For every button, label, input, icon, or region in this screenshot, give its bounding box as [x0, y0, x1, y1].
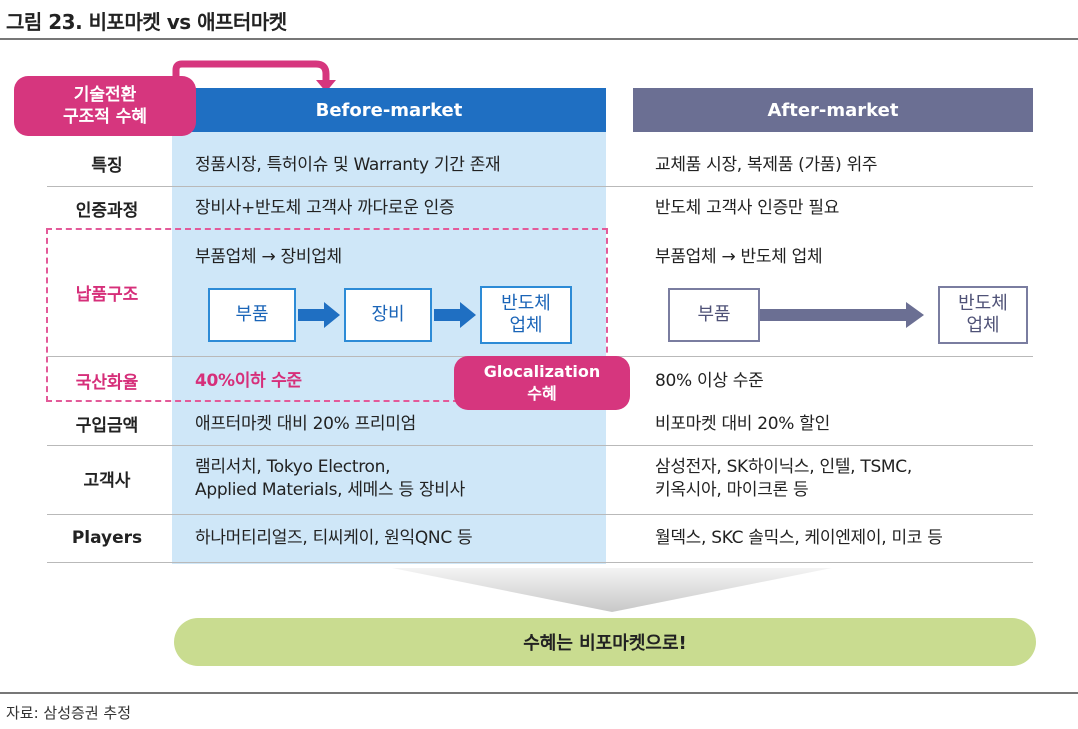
after-customers-line2: 키옥시아, 마이크론 등: [655, 480, 809, 500]
glocal-badge-line1: Glocalization: [483, 362, 601, 381]
after-purchase-price: 비포마켓 대비 20% 할인: [655, 413, 830, 434]
after-supply-structure: 부품업체 → 반도체 업체: [655, 246, 823, 267]
before-players: 하나머티리얼즈, 티씨케이, 원익QNC 등: [195, 527, 473, 548]
before-customers-line1: 램리서치, Tokyo Electron,: [195, 457, 391, 477]
row-label-certification: 인증과정: [75, 200, 139, 221]
row-divider: [47, 562, 1033, 563]
row-divider: [47, 186, 1033, 187]
after-localization: 80% 이상 수준: [655, 370, 764, 391]
row-label-features: 특징: [91, 155, 123, 176]
before-certification: 장비사+반도체 고객사 까다로운 인증: [195, 197, 455, 218]
flow-arrow-icon: [298, 302, 340, 328]
dashed-highlight-box: [46, 228, 608, 402]
before-localization: 40%이하 수준: [195, 370, 302, 391]
before-supply-structure: 부품업체 → 장비업체: [195, 246, 342, 267]
flow-box-semiconductor: 반도체 업체: [480, 286, 572, 344]
after-market-header: After-market: [633, 88, 1033, 132]
after-certification: 반도체 고객사 인증만 필요: [655, 197, 840, 218]
after-flow-box-line2: 업체: [966, 315, 1000, 336]
before-purchase-price: 애프터마켓 대비 20% 프리미엄: [195, 413, 416, 434]
bottom-rule: [0, 692, 1078, 694]
after-customers: 삼성전자, SK하이닉스, 인텔, TSMC, 키옥시아, 마이크론 등: [655, 450, 1035, 508]
before-market-header: Before-market: [172, 88, 606, 132]
figure-title: 그림 23. 비포마켓 vs 애프터마켓: [6, 10, 287, 34]
before-market-column-bg: [172, 130, 606, 564]
flow-box-semiconductor-line1: 반도체: [501, 293, 551, 314]
row-label-localization: 국산화율: [75, 372, 139, 393]
flow-box-semiconductor-line2: 업체: [509, 315, 543, 336]
after-players: 월덱스, SKC 솔믹스, 케이엔제이, 미코 등: [655, 527, 943, 548]
row-divider: [47, 445, 1033, 446]
row-label-customers: 고객사: [83, 470, 131, 491]
top-rule: [0, 38, 1078, 40]
before-customers: 램리서치, Tokyo Electron, Applied Materials,…: [195, 450, 600, 508]
before-customers-line2: Applied Materials, 세메스 등 장비사: [195, 480, 465, 500]
after-flow-box-parts: 부품: [668, 288, 760, 342]
row-label-supply-structure: 납품구조: [75, 284, 139, 305]
after-flow-box-line1: 반도체: [958, 293, 1008, 314]
glocalization-badge: Glocalization 수혜: [454, 356, 630, 410]
after-customers-line1: 삼성전자, SK하이닉스, 인텔, TSMC,: [655, 457, 912, 477]
tech-badge-line1: 기술전환: [73, 85, 137, 105]
row-label-purchase-price: 구입금액: [75, 415, 139, 436]
row-label-players: Players: [71, 528, 143, 548]
tech-transition-badge: 기술전환 구조적 수혜: [14, 76, 196, 136]
row-divider: [47, 514, 1033, 515]
source-note: 자료: 삼성증권 추정: [6, 704, 131, 722]
after-flow-arrow-icon: [760, 302, 924, 328]
tech-badge-line2: 구조적 수혜: [62, 107, 148, 127]
after-features: 교체품 시장, 복제품 (가품) 위주: [655, 154, 878, 175]
after-flow-box-semiconductor: 반도체 업체: [938, 286, 1028, 344]
before-features: 정품시장, 특허이슈 및 Warranty 기간 존재: [195, 154, 501, 175]
flow-box-parts: 부품: [208, 288, 296, 342]
glocal-badge-line2: 수혜: [527, 384, 557, 403]
benefit-banner: 수혜는 비포마켓으로!: [174, 618, 1036, 666]
flow-arrow-icon: [434, 302, 476, 328]
flow-box-equipment: 장비: [344, 288, 432, 342]
